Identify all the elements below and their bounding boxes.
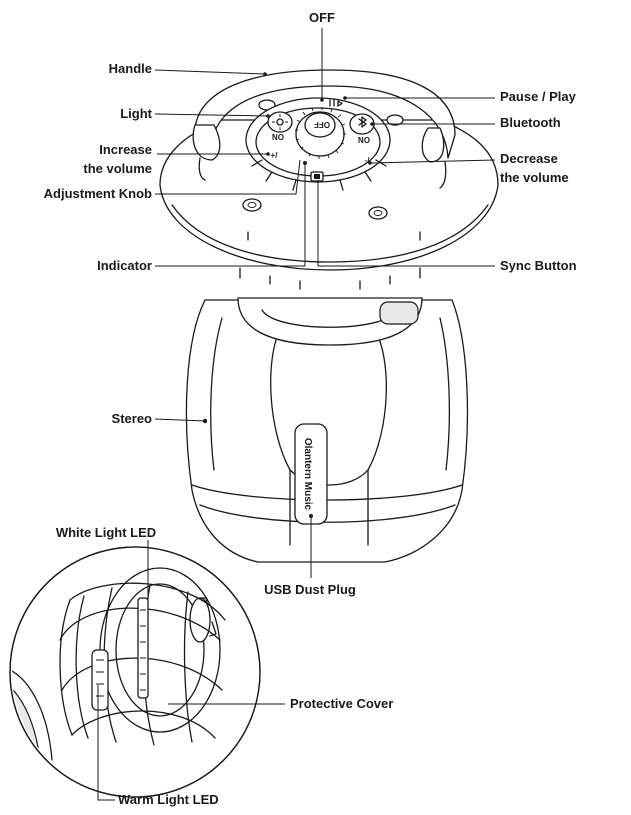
brand-text: Olantern Music	[302, 438, 313, 511]
label-increase-line1: Increase	[99, 142, 152, 157]
label-off: OFF	[309, 10, 335, 25]
lid-screw-right	[368, 206, 388, 220]
usb-dust-plug: Olantern Music	[294, 423, 328, 525]
leader-lines	[97, 28, 496, 801]
label-increase-line2: the volume	[83, 161, 152, 176]
callout-labels: OFF Handle Pause / Play Light Bluetooth …	[44, 10, 577, 807]
label-pause-play: Pause / Play	[500, 89, 577, 104]
lid-screw-top	[258, 99, 404, 126]
bluetooth-on-text: ON	[358, 135, 370, 144]
light-button: ON	[267, 111, 293, 141]
label-warm-light-led: Warm Light LED	[118, 792, 219, 807]
sync-button	[310, 171, 324, 182]
increase-volume-mark: +/	[271, 151, 279, 160]
knob-off-text: OFF	[314, 120, 330, 129]
lantern-lid	[159, 99, 499, 290]
lantern-neck	[237, 297, 423, 346]
label-indicator: Indicator	[97, 258, 152, 273]
light-on-text: ON	[272, 132, 284, 141]
label-adjustment-knob: Adjustment Knob	[44, 186, 152, 201]
protective-cover-inset	[9, 546, 261, 798]
lid-screw-left	[242, 198, 262, 212]
adjustment-knob: OFF	[295, 107, 346, 159]
decrease-volume-mark: -/	[365, 156, 371, 165]
label-decrease-line2: the volume	[500, 170, 569, 185]
pause-play-mark	[329, 99, 343, 107]
lantern-illustration: Olantern Music	[159, 69, 499, 563]
label-sync-button: Sync Button	[500, 258, 577, 273]
label-white-light-led: White Light LED	[56, 525, 156, 540]
bluetooth-button: ON	[349, 113, 375, 144]
label-usb-dust-plug: USB Dust Plug	[264, 582, 356, 597]
label-handle: Handle	[109, 61, 152, 76]
handle	[192, 69, 456, 189]
label-stereo: Stereo	[112, 411, 153, 426]
label-light: Light	[120, 106, 152, 121]
label-decrease-line1: Decrease	[500, 151, 558, 166]
label-protective-cover: Protective Cover	[290, 696, 393, 711]
label-bluetooth: Bluetooth	[500, 115, 561, 130]
